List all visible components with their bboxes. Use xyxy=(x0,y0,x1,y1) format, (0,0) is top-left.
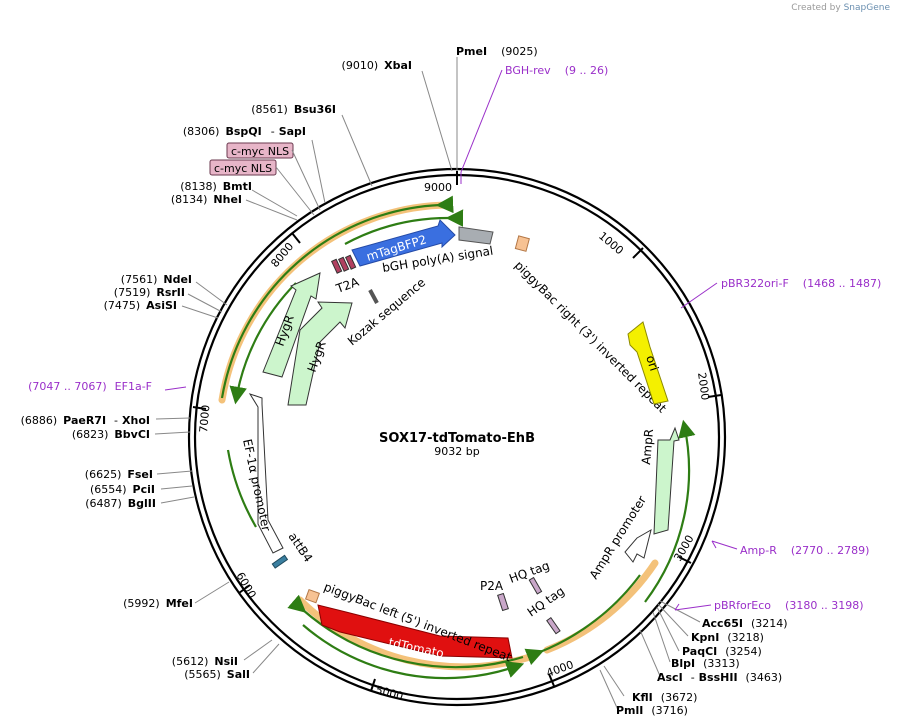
AmpR-label: AmpR xyxy=(639,428,656,465)
cmyc-nls-box-1[interactable] xyxy=(226,142,294,159)
cmyc-nls-label-2: c-myc NLS xyxy=(214,162,272,175)
bGH-box[interactable] xyxy=(458,226,494,245)
Kozak-mark[interactable] xyxy=(368,289,379,304)
primer-leaders xyxy=(164,69,738,611)
enzyme-FseI[interactable]: (6625)FseI xyxy=(85,468,153,481)
orf-arrows xyxy=(220,195,696,680)
enzyme-PaeR7I-XhoI[interactable]: (6886)PaeR7I-XhoI xyxy=(21,414,150,427)
EF1a-promoter-arrow[interactable] xyxy=(248,393,284,554)
attB4-box[interactable] xyxy=(271,554,289,569)
enzyme-PaqCI[interactable]: PaqCI(3254) xyxy=(682,645,762,658)
HygR-outer-arrow[interactable] xyxy=(262,272,321,378)
P2A-label: P2A xyxy=(480,579,504,593)
AmpR-arrow[interactable] xyxy=(653,426,680,535)
attB4-label: attB4 xyxy=(286,530,316,565)
enzyme-SalI[interactable]: (5565)SalI xyxy=(184,668,250,681)
enzyme-NdeI[interactable]: (7561)NdeI xyxy=(121,273,192,286)
enzyme-leaders xyxy=(154,57,701,711)
tdTomato-arrow[interactable] xyxy=(317,604,513,659)
mTagBFP2-arrow[interactable] xyxy=(351,219,456,267)
tick-5000: 5000 xyxy=(374,683,404,703)
tick-2000: 2000 xyxy=(695,372,712,402)
primer-pBR322ori-F[interactable]: pBR322ori-F(1468 .. 1487) xyxy=(721,277,881,290)
tick-9000: 9000 xyxy=(424,181,452,194)
enzyme-PmeI[interactable]: PmeI(9025) xyxy=(456,45,538,58)
enzyme-BspQI-SapI[interactable]: (8306)BspQI-SapI xyxy=(183,125,306,138)
enzyme-BbvCI[interactable]: (6823)BbvCI xyxy=(72,428,150,441)
enzyme-BglII[interactable]: (6487)BglII xyxy=(85,497,156,510)
enzyme-BmtI[interactable]: (8138)BmtI xyxy=(180,180,252,193)
enzyme-KpnI[interactable]: KpnI(3218) xyxy=(691,631,764,644)
ori-label: ori xyxy=(643,354,661,373)
enzyme-KflI[interactable]: KflI(3672) xyxy=(632,691,697,704)
enzyme-NsiI[interactable]: (5612)NsiI xyxy=(172,655,238,668)
HQ-tag-1-label: HQ tag xyxy=(507,558,551,586)
created-by-text: Created by xyxy=(791,3,841,13)
enzyme-AsiSI[interactable]: (7475)AsiSI xyxy=(104,299,177,312)
HQ-tag-1-box[interactable] xyxy=(528,576,543,595)
plasmid-size: 9032 bp xyxy=(434,445,479,458)
enzyme-AscI-BssHII[interactable]: AscI-BssHII(3463) xyxy=(657,671,782,684)
snapgene-name: SnapGene xyxy=(843,3,890,13)
enzyme-PmlI[interactable]: PmlI(3716) xyxy=(616,704,688,717)
cmyc-nls-label-1: c-myc NLS xyxy=(231,145,289,158)
EF1a-promoter-label: EF-1α promoter xyxy=(240,438,273,533)
HygR-inner-arrow[interactable] xyxy=(287,301,353,406)
enzyme-MfeI[interactable]: (5992)MfeI xyxy=(123,597,193,610)
AmpR-promoter-arrow[interactable] xyxy=(624,528,652,563)
HQ-tag-2-label: HQ tag xyxy=(525,584,567,620)
primer-Amp-R[interactable]: Amp-R(2770 .. 2789) xyxy=(740,544,869,557)
enzyme-XbaI[interactable]: (9010)XbaI xyxy=(342,59,412,72)
P2A-box[interactable] xyxy=(497,592,509,612)
tick-6000: 6000 xyxy=(233,570,258,601)
primer-pBRforEco[interactable]: pBRforEco(3180 .. 3198) xyxy=(714,599,864,612)
tick-4000: 4000 xyxy=(545,658,576,680)
enzyme-NheI[interactable]: (8134)NheI xyxy=(171,193,242,206)
snapgene-brand: Created by SnapGene xyxy=(791,3,890,13)
plasmid-name: SOX17-tdTomato-EhB xyxy=(379,431,535,446)
ticks xyxy=(192,171,722,692)
primer-EF1a-F[interactable]: (7047 .. 7067)EF1a-F xyxy=(28,380,152,393)
tick-7000: 7000 xyxy=(197,404,212,433)
enzyme-BlpI[interactable]: BlpI(3313) xyxy=(671,657,740,670)
piggyBac-right-box[interactable] xyxy=(514,235,530,252)
HQ-tag-2-box[interactable] xyxy=(546,617,561,635)
T2A-label: T2A xyxy=(333,274,361,296)
piggyBac-left-box[interactable] xyxy=(304,588,320,604)
enzyme-PciI[interactable]: (6554)PciI xyxy=(90,483,155,496)
enzyme-RsrII[interactable]: (7519)RsrII xyxy=(114,286,185,299)
T2A-marks[interactable] xyxy=(330,254,357,274)
enzyme-Acc65I[interactable]: Acc65I(3214) xyxy=(702,617,788,630)
enzyme-Bsu36I[interactable]: (8561)Bsu36I xyxy=(251,103,336,116)
ori-arrow[interactable] xyxy=(627,321,669,405)
primer-BGH-rev[interactable]: BGH-rev(9 .. 26) xyxy=(505,64,608,77)
